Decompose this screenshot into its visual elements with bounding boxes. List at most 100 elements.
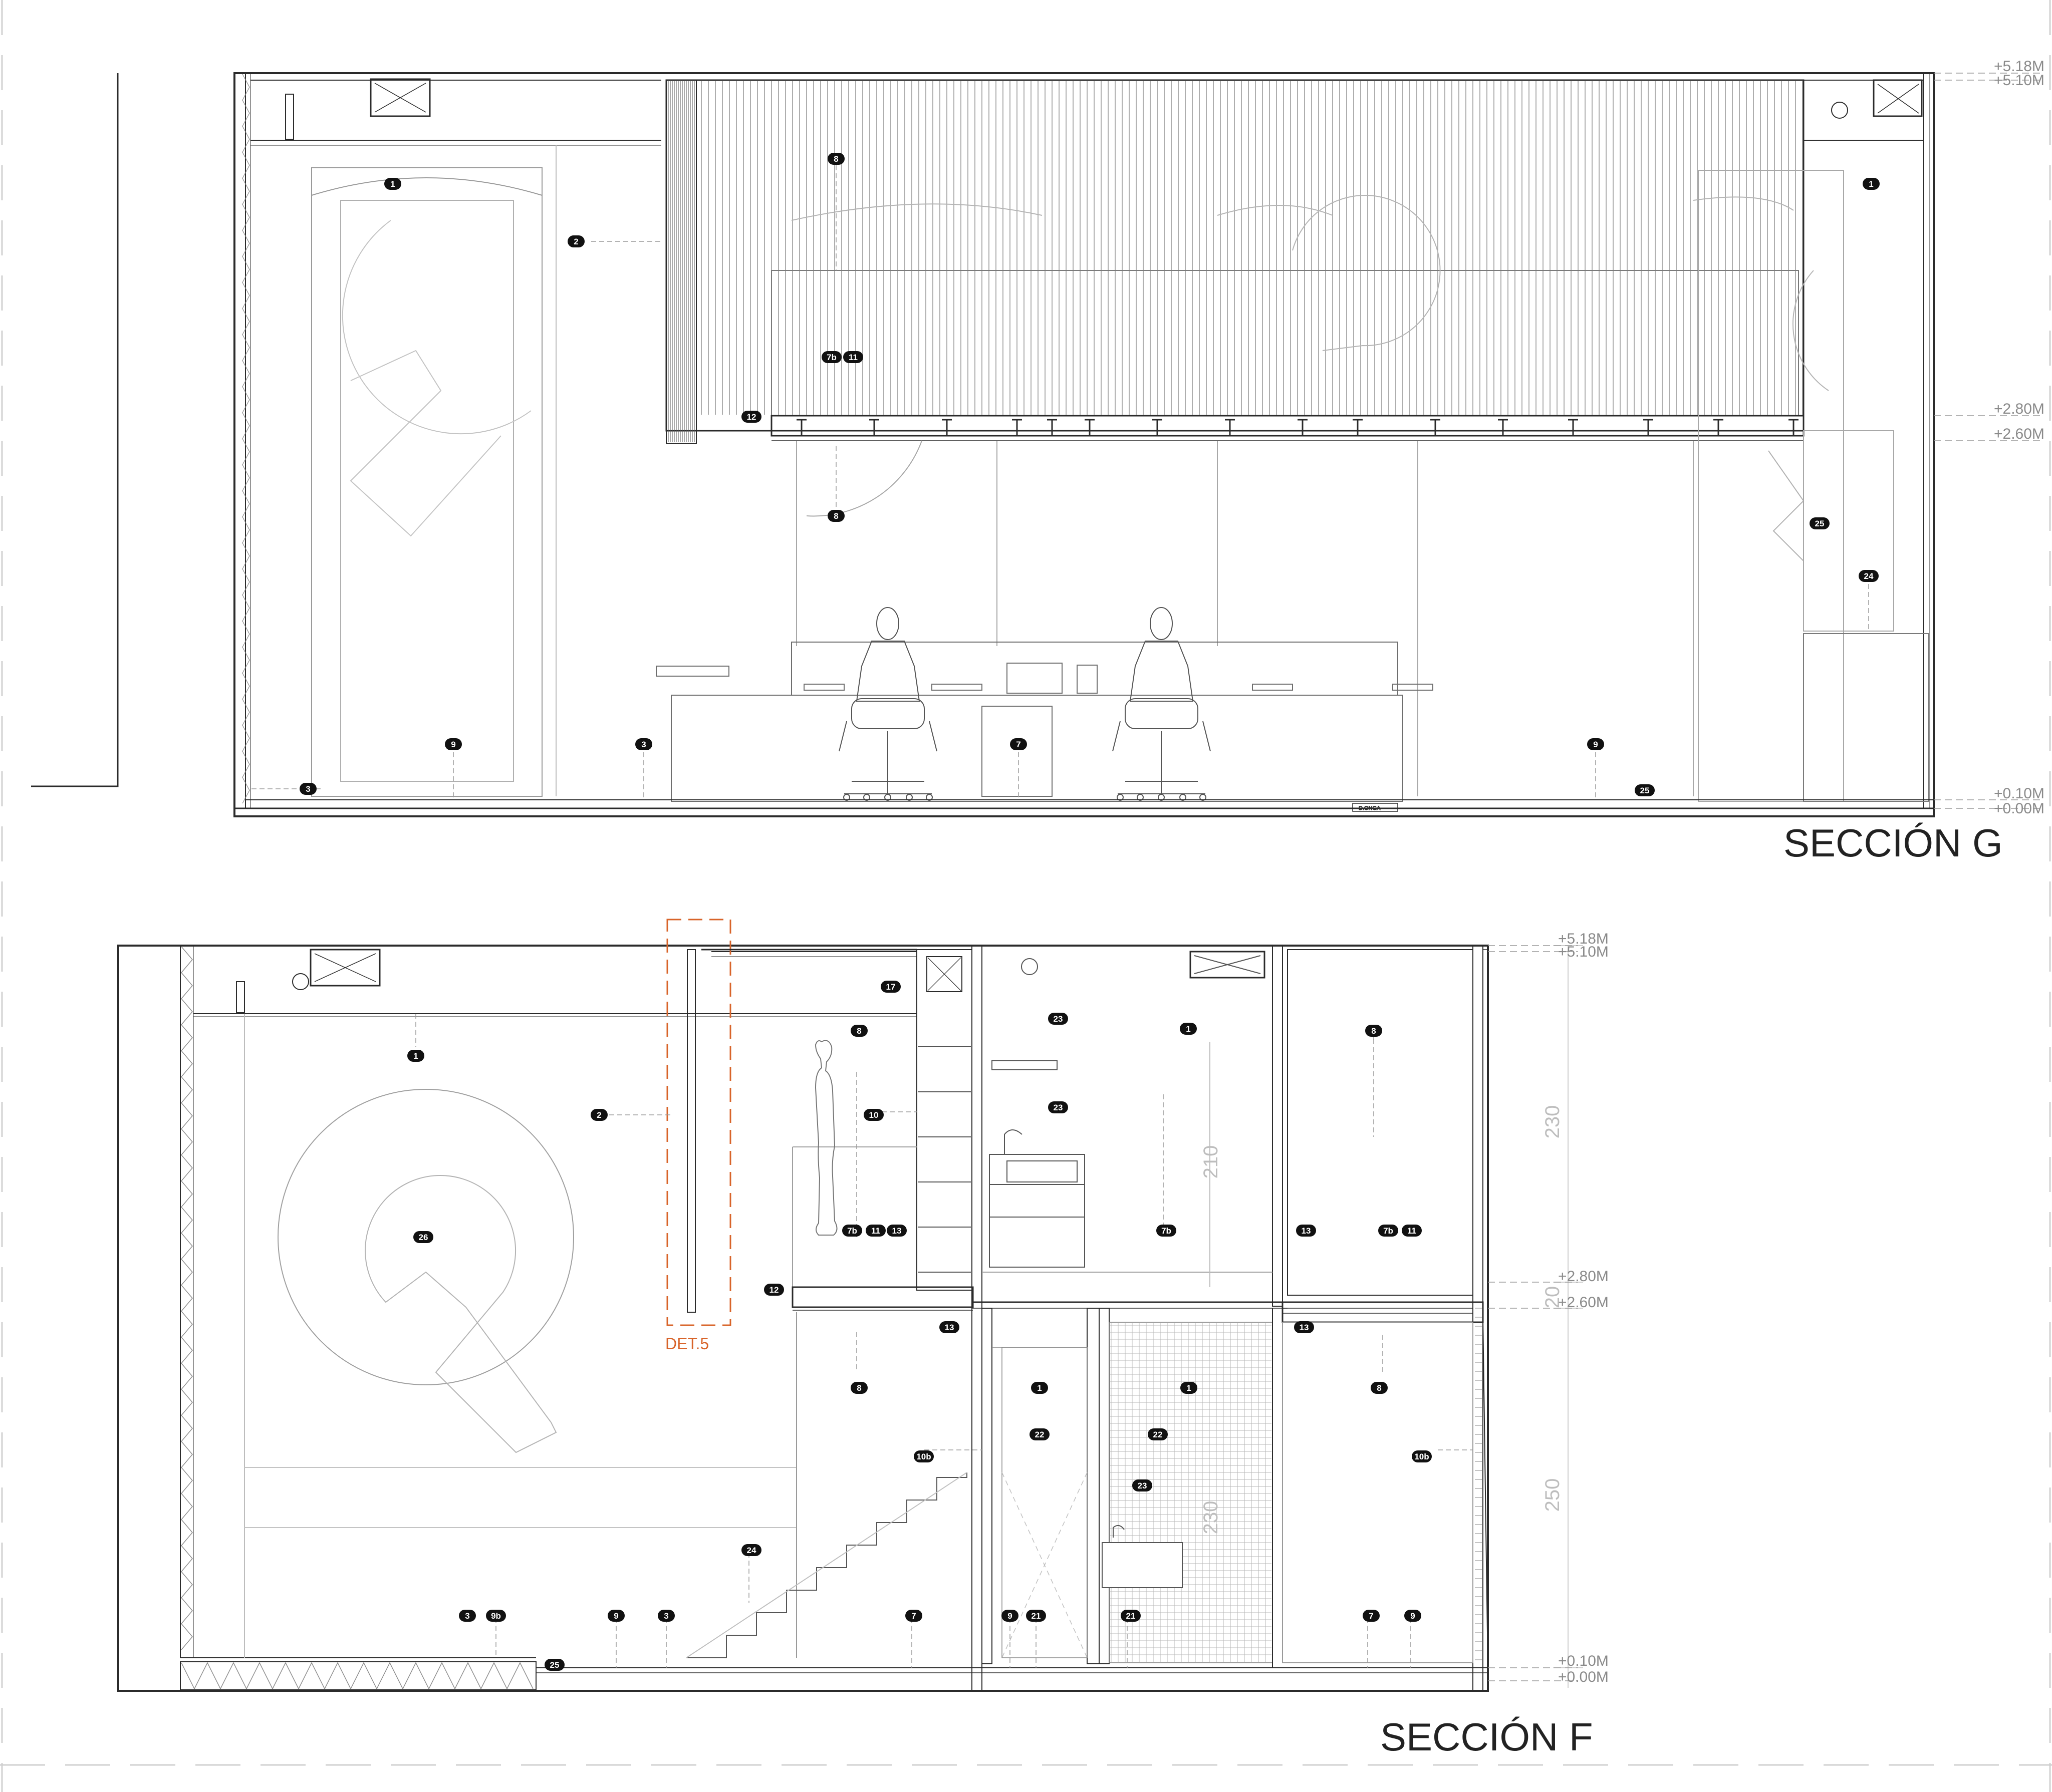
callout-tag: 8 [828,153,845,165]
callout-tag: 21 [1121,1610,1141,1622]
section-f-mezzanine [701,949,974,1311]
section-f-title: SECCIÓN F [1380,1715,1593,1759]
svg-text:13: 13 [892,1226,902,1236]
det-5-label: DET.5 [665,1335,709,1353]
callout-tag: 13 [1294,1321,1314,1333]
section-g-slat-wall [665,79,1829,444]
level-label: +2.80M [1994,401,2044,417]
svg-text:7b: 7b [847,1226,857,1236]
callout-tag: 22 [1148,1428,1168,1440]
svg-text:21: 21 [1032,1611,1041,1621]
section-f-floor [536,1667,1488,1673]
svg-text:8: 8 [834,154,838,164]
callout-tag: 8 [828,510,845,522]
callout-tag: 24 [1859,570,1879,582]
callout-tag: 17 [881,981,901,993]
section-g-small-label: D.ONGA [1359,805,1381,811]
svg-text:25: 25 [1815,519,1825,528]
level-label: +5.18M [1558,931,1609,947]
level-label: +2.60M [1558,1294,1609,1311]
level-label: +0.00M [1558,1669,1609,1685]
callout-tag: 1 [1180,1023,1197,1035]
callout-tag: 11 [843,351,863,363]
callout-tag: 23 [1048,1101,1068,1113]
svg-text:11: 11 [871,1226,880,1236]
level-label: +5.18M [1994,58,2044,75]
level-label: +2.80M [1558,1268,1609,1285]
svg-text:7: 7 [1016,740,1020,749]
section-g-office-chair-left [839,607,937,801]
section-g-level-lines [1934,73,2044,809]
callout-tag: 8 [1371,1382,1388,1394]
svg-text:8: 8 [1377,1383,1381,1393]
section-g-left-logo-panel [311,145,557,797]
callout-tag: 7 [905,1610,922,1622]
callout-tag: 26 [413,1231,433,1243]
callout-tag: 10b [1412,1450,1432,1462]
section-f-dimension-lines [1209,945,1583,1688]
svg-text:11: 11 [1407,1226,1416,1236]
svg-text:10: 10 [869,1110,879,1120]
section-f-level-labels: +5.18M+5.10M +2.80M +2.60M +0.10M+0.00M [1558,931,1609,1685]
svg-text:22: 22 [1153,1430,1163,1439]
callout-tag: 13 [1296,1225,1316,1237]
callout-tag: 8 [1365,1025,1382,1037]
svg-text:8: 8 [857,1383,861,1393]
svg-text:7b: 7b [827,353,837,362]
svg-text:1: 1 [390,179,395,189]
callout-tag: 1 [1031,1382,1048,1394]
level-label: +0.00M [1994,800,2044,817]
section-f: DET.5 [117,919,1609,1759]
level-label: +2.60M [1994,426,2044,442]
dimension-label: 230 [1200,1501,1222,1535]
callout-tag: 7b [1378,1225,1398,1237]
callout-tag: 25 [1635,784,1655,796]
callout-tag: 7 [1363,1610,1380,1622]
section-f-kitchenette [982,951,1272,1287]
svg-text:10b: 10b [1414,1452,1429,1461]
svg-text:3: 3 [465,1611,469,1621]
section-f-logo-wall [244,1014,797,1658]
callout-tag: 11 [866,1225,886,1237]
callout-tag: 7 [1010,738,1027,750]
callout-tag: 22 [1030,1428,1050,1440]
section-f-leaders [415,1014,1473,1668]
section-g: D.ONGA +5.18M+5.10M+2.80M+2.60M+0.10M+0.… [31,58,2044,865]
callout-tag: 2 [568,235,585,247]
svg-text:9: 9 [1593,740,1598,749]
callout-tag: 21 [1026,1610,1046,1622]
section-g-lower-partitions [796,170,1929,802]
callout-tag: 13 [887,1225,907,1237]
svg-text:17: 17 [886,982,896,992]
callout-tag: 7b [842,1225,862,1237]
svg-text:24: 24 [1864,571,1874,581]
callout-tag: 9 [445,738,462,750]
section-g-left-wall [31,73,119,787]
svg-text:1: 1 [1186,1024,1190,1034]
level-label: +0.10M [1558,1653,1609,1669]
section-f-level-lines [1488,945,1578,1681]
callout-tag: 1 [384,178,401,190]
section-g-level-labels: +5.18M+5.10M+2.80M+2.60M+0.10M+0.00M [1994,58,2044,817]
dimension-label: 210 [1200,1145,1222,1179]
svg-text:2: 2 [574,237,578,246]
callout-tag: 10b [914,1450,934,1462]
svg-text:9: 9 [1007,1611,1012,1621]
callout-tag: 25 [545,1659,565,1671]
level-label: +5.10M [1558,944,1609,960]
callout-tag: 1 [1863,178,1880,190]
svg-text:9: 9 [614,1611,618,1621]
callout-tag: 10 [864,1109,884,1121]
svg-text:7b: 7b [1383,1226,1393,1236]
svg-text:24: 24 [747,1546,756,1555]
level-label: +5.10M [1994,72,2044,89]
svg-text:11: 11 [849,353,858,362]
callout-tag: 13 [939,1321,959,1333]
svg-text:13: 13 [1302,1226,1311,1236]
section-f-detail-5: DET.5 [665,919,731,1353]
callout-tag: 23 [1048,1013,1068,1025]
callout-tag: 24 [741,1544,761,1556]
